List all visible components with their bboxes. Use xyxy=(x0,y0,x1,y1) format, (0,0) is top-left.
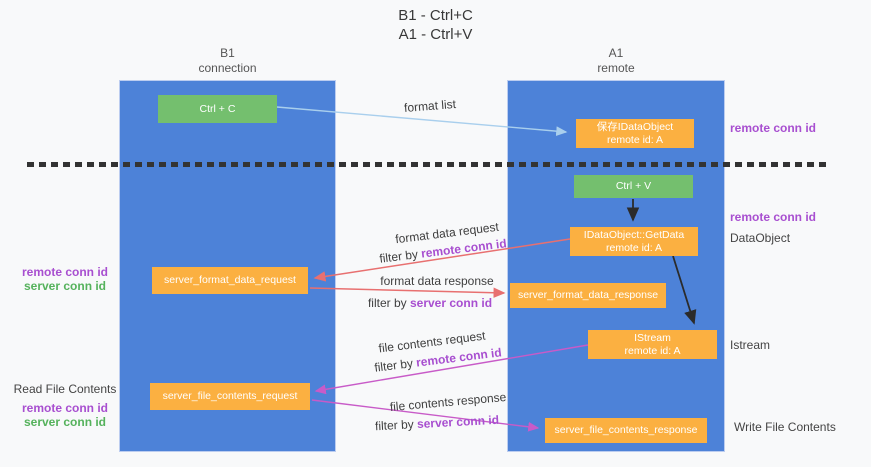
filter-by-text: filter by xyxy=(373,355,418,375)
left-conn-id-block-2: Read File Contents remote conn id server… xyxy=(10,382,120,429)
filter-by-text: filter by xyxy=(367,296,410,310)
label-file-contents-response: file contents response xyxy=(389,389,507,415)
label-filter-format-response: filter by server conn id xyxy=(368,296,492,310)
left-conn-id-block-1: remote conn id server conn id xyxy=(10,265,120,293)
lane-b1-subtitle: connection xyxy=(198,61,257,75)
node-ctrl-v: Ctrl + V xyxy=(574,175,693,198)
label-left-remote-conn-id-2: remote conn id xyxy=(21,401,108,415)
node-server-format-data-response: server_format_data_response xyxy=(510,283,666,308)
label-left-server-conn-id-2: server conn id xyxy=(23,415,107,429)
node-saved-idataobject-line2: remote id: A xyxy=(606,133,664,146)
node-server-file-contents-response: server_file_contents_response xyxy=(545,418,707,443)
lane-a1-subtitle: remote xyxy=(597,61,635,75)
filter-server-conn-id: server conn id xyxy=(416,412,500,432)
label-format-data-response: format data response xyxy=(380,274,494,288)
node-ctrl-c: Ctrl + C xyxy=(158,95,277,123)
node-istream-line2: remote id: A xyxy=(624,344,681,357)
node-server-file-contents-request-label: server_file_contents_request xyxy=(162,390,298,402)
label-write-file-contents: Write File Contents xyxy=(734,420,836,434)
label-read-file-contents: Read File Contents xyxy=(13,382,117,396)
label-left-remote-conn-id: remote conn id xyxy=(21,265,108,279)
lane-header-b1: B1 connection xyxy=(119,46,336,76)
label-istream: Istream xyxy=(730,338,771,352)
lane-a1-name: A1 xyxy=(608,46,624,60)
filter-by-text: filter by xyxy=(374,417,418,434)
node-server-format-data-response-label: server_format_data_response xyxy=(517,289,659,301)
lane-b1-name: B1 xyxy=(220,46,235,60)
node-istream: IStream remote id: A xyxy=(588,330,717,359)
arrow-format-data-response xyxy=(309,287,506,298)
node-saved-idataobject-line1: 保存IDataObject xyxy=(596,120,674,133)
node-idataobject-getdata-line1: IDataObject::GetData xyxy=(583,228,685,241)
node-server-format-data-request-label: server_format_data_request xyxy=(164,274,296,286)
label-remote-conn-id-top: remote conn id xyxy=(730,121,817,135)
node-ctrl-v-label: Ctrl + V xyxy=(615,180,652,192)
node-saved-idataobject: 保存IDataObject remote id: A xyxy=(576,119,694,148)
label-left-server-conn-id: server conn id xyxy=(23,279,107,293)
node-server-format-data-request: server_format_data_request xyxy=(152,267,308,294)
label-format-list: format list xyxy=(403,96,457,116)
lane-header-a1: A1 remote xyxy=(507,46,725,76)
node-server-file-contents-request: server_file_contents_request xyxy=(150,383,310,410)
node-istream-line1: IStream xyxy=(634,331,671,344)
label-remote-conn-id-mid: remote conn id xyxy=(730,210,817,224)
node-idataobject-getdata-line2: remote id: A xyxy=(605,241,663,254)
node-server-file-contents-response-label: server_file_contents_response xyxy=(554,424,698,436)
title-line-1: B1 - Ctrl+C xyxy=(398,7,473,24)
filter-server-conn-id: server conn id xyxy=(409,296,493,310)
node-idataobject-getdata: IDataObject::GetData remote id: A xyxy=(570,227,698,256)
filter-by-text: filter by xyxy=(378,246,423,266)
label-dataobject: DataObject xyxy=(730,231,791,245)
diagram-title: B1 - Ctrl+C A1 - Ctrl+V xyxy=(0,6,871,44)
session-separator-line xyxy=(27,162,830,167)
label-filter-file-response: filter by server conn id xyxy=(375,413,500,433)
node-ctrl-c-label: Ctrl + C xyxy=(199,102,236,115)
title-line-2: A1 - Ctrl+V xyxy=(398,26,473,43)
